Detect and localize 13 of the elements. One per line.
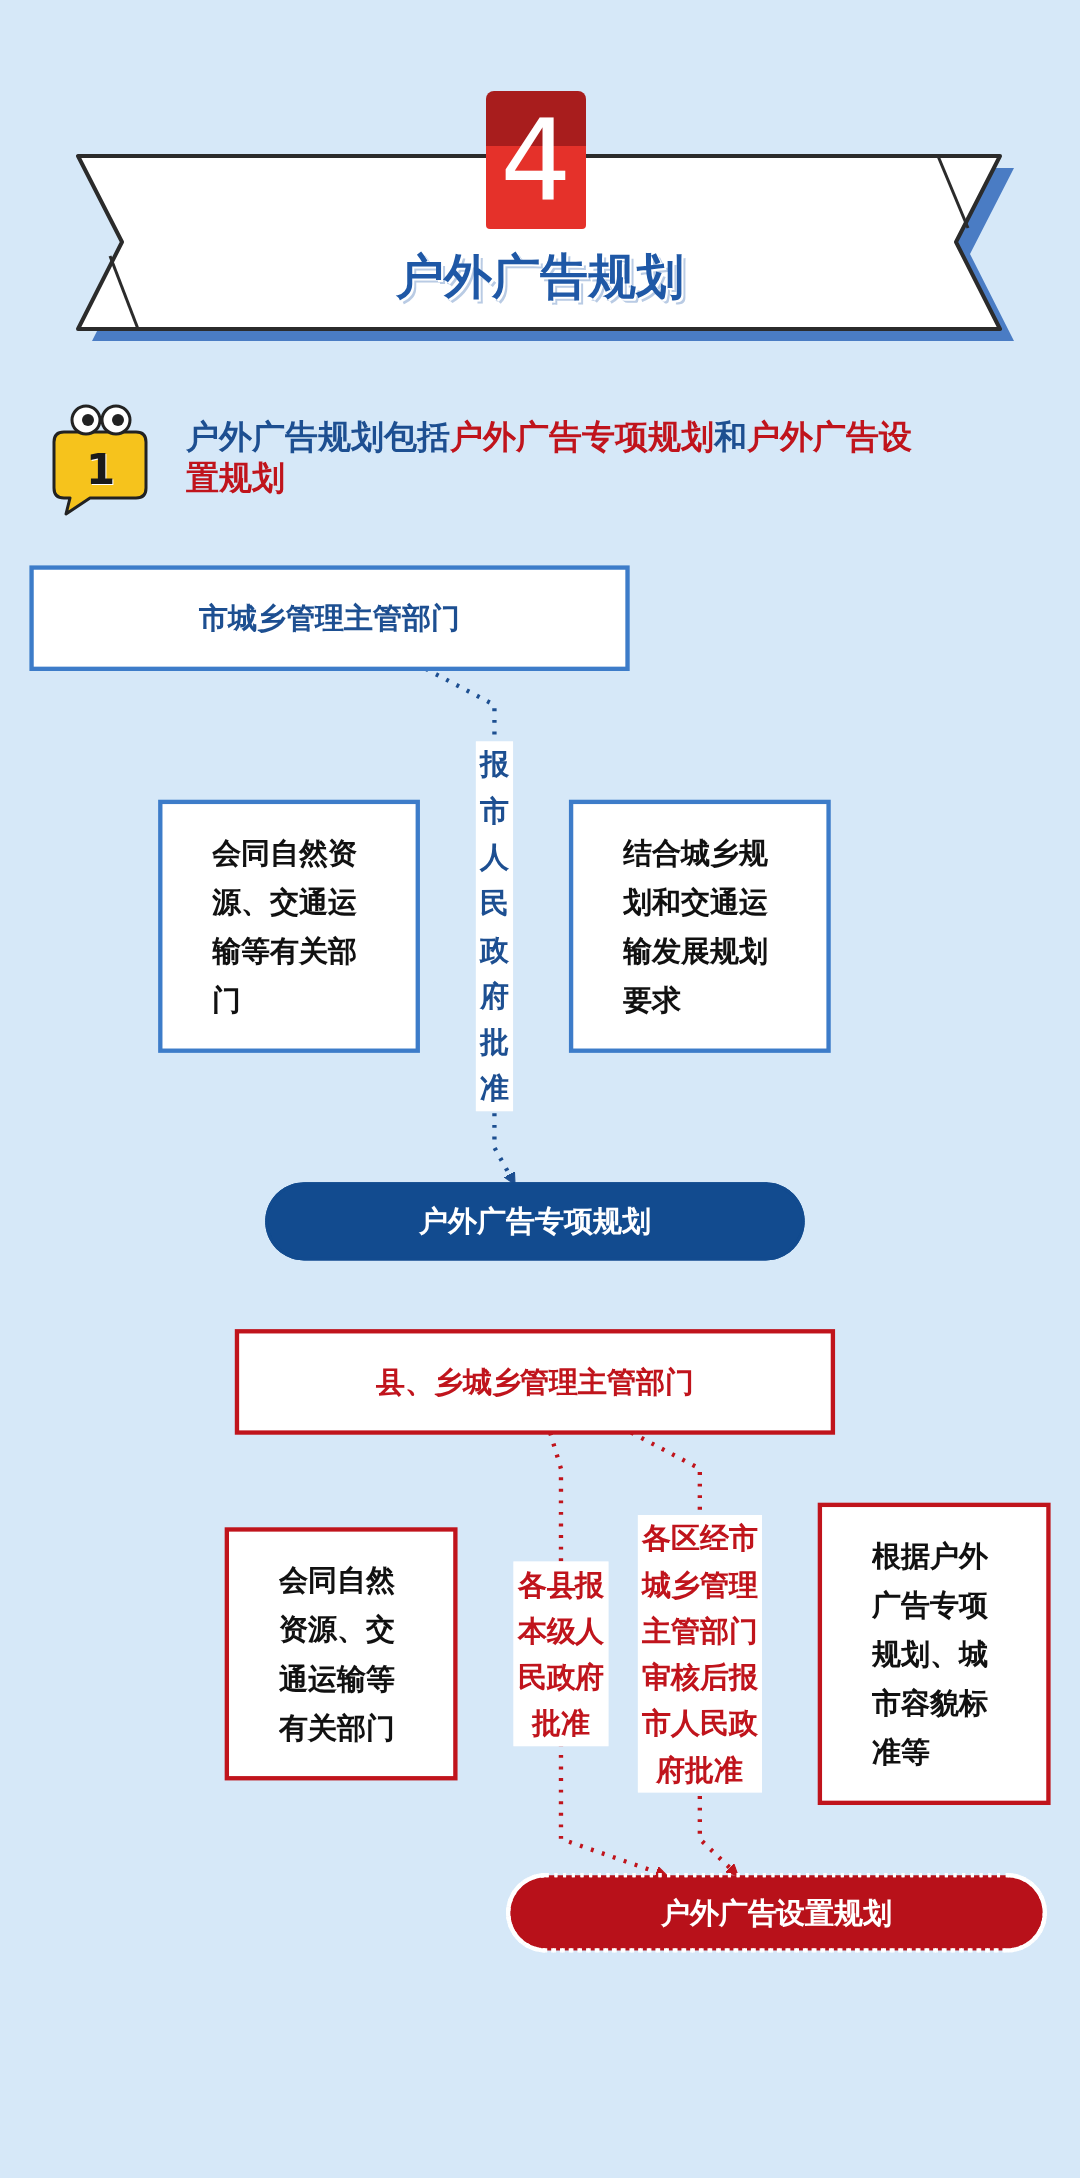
- title: 户外广告规划: [396, 250, 684, 302]
- node-box: 根据户外广告专项规划、城市容貌标准等: [817, 1502, 1051, 1805]
- node-box: 会同自然资源、交通运输等有关部门: [224, 1527, 458, 1781]
- edge-label: 报市人民政府批准: [479, 746, 509, 1106]
- callout-number: 1: [86, 446, 116, 494]
- node-box: 县、乡城乡管理主管部门: [234, 1329, 836, 1435]
- edge-label: 各县报本级人民政府批准: [517, 1567, 605, 1741]
- node-box: 市城乡管理主管部门: [29, 565, 630, 671]
- intro-text: 户外广告规划包括户外广告专项规划和户外广告设置规划: [186, 416, 913, 498]
- section-number: 4: [486, 91, 586, 229]
- edge-label: 各区经市城乡管理主管部门审核后报市人民政府批准: [641, 1520, 758, 1787]
- node-box: 结合城乡规划和交通运输发展规划要求: [568, 799, 831, 1053]
- node-box: 会同自然资源、交通运输等有关部门: [158, 799, 420, 1053]
